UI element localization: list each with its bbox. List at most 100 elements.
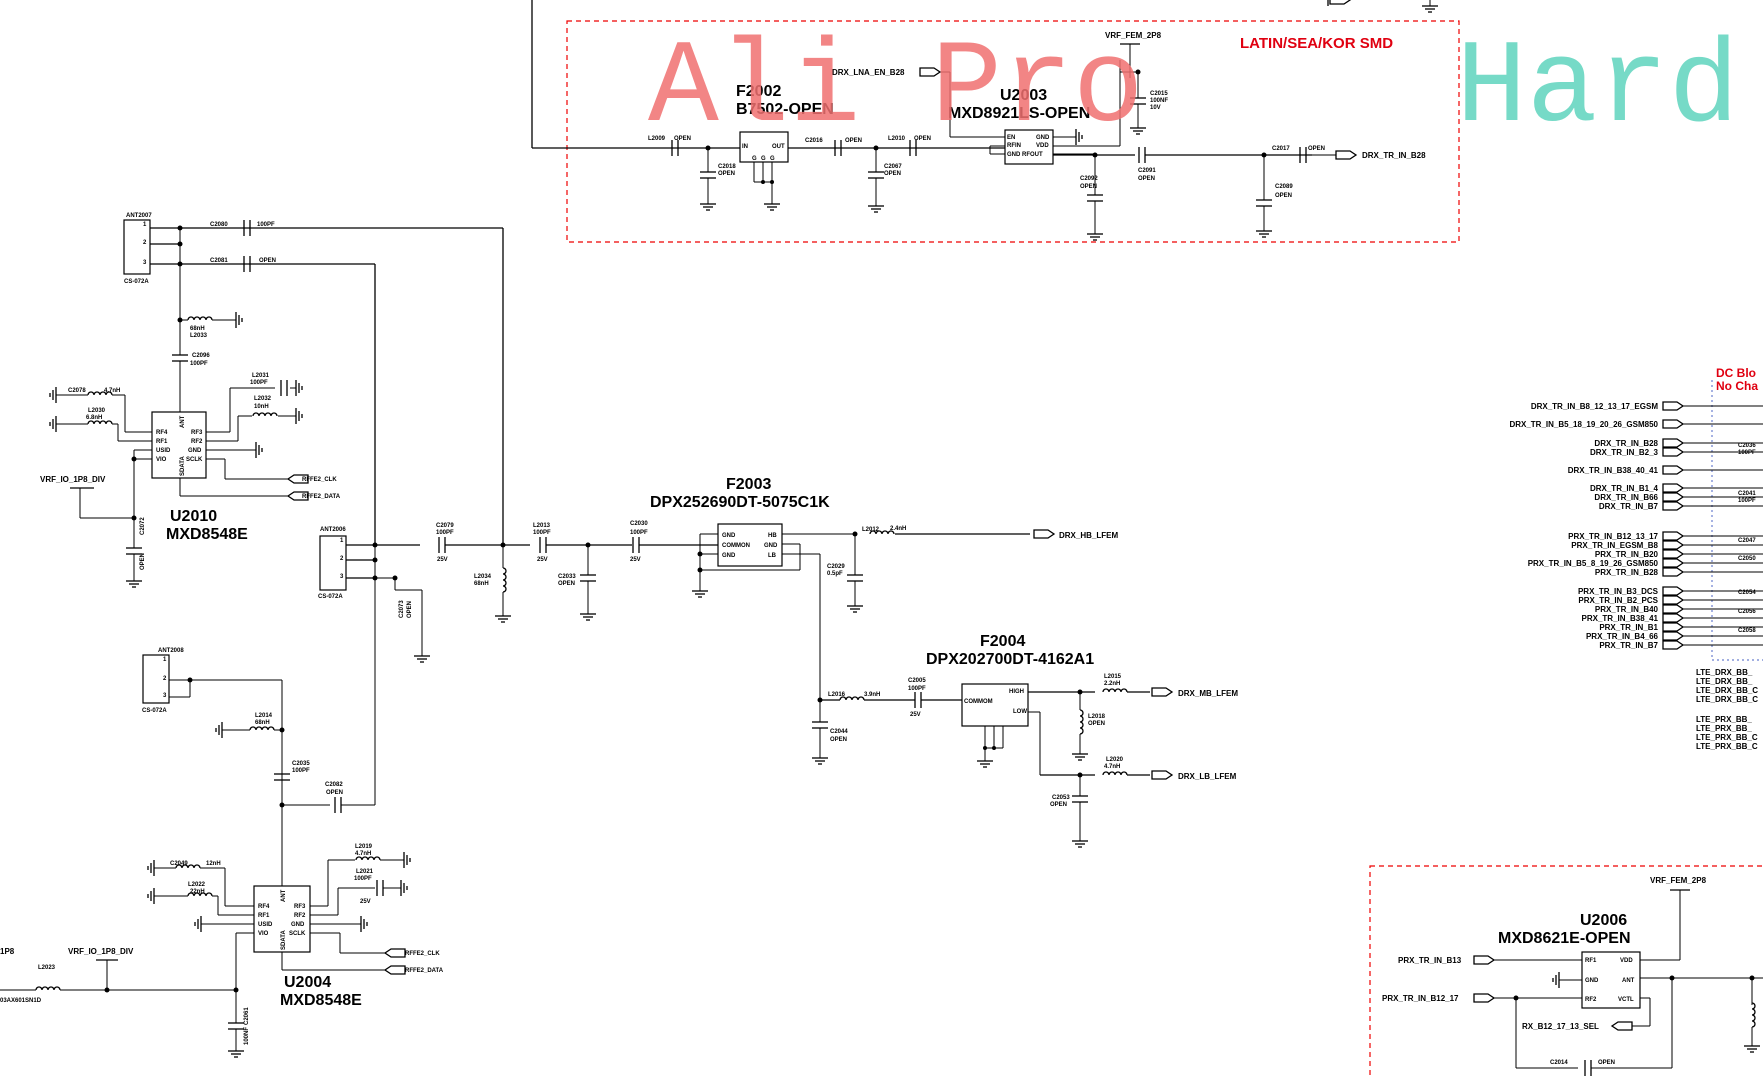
- l2033-ref: L2033: [190, 333, 208, 339]
- c2091-value: OPEN: [1138, 176, 1155, 182]
- c2016-value: OPEN: [845, 138, 862, 144]
- right-net-port: [1662, 540, 1685, 550]
- right-net-port: [1662, 604, 1685, 614]
- lte-net-label: LTE_PRX_BB_C: [1696, 733, 1758, 742]
- c2091-ref: C2091: [1138, 168, 1156, 174]
- l2022-ref: L2022: [188, 882, 206, 888]
- l2031-value: 100PF: [250, 380, 268, 386]
- right-net-label: PRX_TR_IN_B1: [1599, 623, 1658, 632]
- f2002-body: [739, 131, 789, 163]
- watermark-part2: Hard: [1456, 23, 1739, 156]
- u2006-pin-rf2: RF2: [1585, 997, 1597, 1003]
- u2006-ref: U2006: [1580, 912, 1627, 929]
- u2004-pin-rf3: RF3: [294, 904, 306, 910]
- right-cap-label: C2036: [1738, 443, 1756, 449]
- u2010-ref: U2010: [170, 508, 217, 525]
- c2078-value: 4.7nH: [104, 388, 120, 394]
- l2033-value: 68nH: [190, 326, 205, 332]
- c2079-ref: C2079: [436, 523, 454, 529]
- u2003-body: [1004, 129, 1054, 165]
- right-net-label: DRX_TR_IN_B7: [1599, 502, 1659, 511]
- u2003-pin-rfin: RFIN: [1007, 143, 1021, 149]
- f2003-pin-lb: LB: [768, 553, 777, 559]
- lte-net-label: LTE_PRX_BB_: [1696, 715, 1752, 724]
- u2006-pin-vctl: VCTL: [1618, 997, 1634, 1003]
- l2020-value: 4.7nH: [1104, 764, 1120, 770]
- svg-text:3: 3: [143, 260, 147, 266]
- u2004-pin-ant: ANT: [281, 889, 287, 902]
- c2030-value: 100PF: [630, 530, 648, 536]
- u2010-rffe-data-net: RFFE2_DATA: [302, 494, 341, 500]
- right-cap-label: C2054: [1738, 590, 1756, 596]
- c2015-voltage: 10V: [1150, 105, 1161, 111]
- u2004-part: MXD8548E: [280, 992, 362, 1009]
- right-cap-label: 100PF: [1738, 450, 1756, 456]
- vrf-fem-net-bottom: VRF_FEM_2P8: [1650, 876, 1707, 885]
- lte-net-label: LTE_DRX_BB_C: [1696, 695, 1758, 704]
- u2004-pin-sdata: SDATA: [281, 930, 287, 950]
- u2004-pin-rf1: RF1: [258, 913, 270, 919]
- right-net-port: [1662, 501, 1685, 511]
- right-cap-label: C2050: [1738, 556, 1756, 562]
- svg-text:1: 1: [340, 538, 344, 544]
- vrf-io-net-top: VRF_IO_1P8_DIV: [40, 475, 106, 484]
- region-label: LATIN/SEA/KOR SMD: [1240, 35, 1393, 52]
- svg-text:3: 3: [163, 693, 167, 699]
- u2004-pin-rf4: RF4: [258, 904, 270, 910]
- c2016-ref: C2016: [805, 138, 823, 144]
- c2079-voltage: 25V: [437, 557, 448, 563]
- right-net-label: PRX_TR_IN_B28: [1595, 568, 1659, 577]
- f2002-part: B7502-OPEN: [736, 101, 834, 118]
- l2032-value: 10nH: [254, 404, 269, 410]
- c2092-ref: C2092: [1080, 176, 1098, 182]
- f2003-part: DPX252690DT-5075C1K: [650, 494, 830, 511]
- c2096-value: 100PF: [190, 361, 208, 367]
- l2015-ref: L2015: [1104, 674, 1122, 680]
- l2014-ref: L2014: [255, 713, 273, 719]
- right-net-port: [1662, 465, 1685, 475]
- u2010-pin-rf3: RF3: [191, 430, 203, 436]
- l2031-ref: L2031: [252, 373, 270, 379]
- c2089-ref: C2089: [1275, 184, 1293, 190]
- c2082-value: OPEN: [326, 790, 343, 796]
- ant2007-body: [123, 219, 151, 275]
- right-net-label: DRX_TR_IN_B1_4: [1590, 484, 1659, 493]
- c2029-ref: C2029: [827, 564, 845, 570]
- l2034-value: 68nH: [474, 581, 489, 587]
- lte-net-label: LTE_DRX_BB_: [1696, 677, 1753, 686]
- c2092-value: OPEN: [1080, 184, 1097, 190]
- u2006-body: [1581, 951, 1641, 1009]
- c2081-value: OPEN: [259, 258, 276, 264]
- u2010-pin-rf4: RF4: [156, 430, 168, 436]
- right-net-port: [1662, 492, 1685, 502]
- f2002-pin-g1: G: [752, 156, 757, 162]
- right-net-port: [1662, 595, 1685, 605]
- c2067-ref: C2067: [884, 164, 902, 170]
- right-net-label: PRX_TR_IN_B20: [1595, 550, 1659, 559]
- u2010-pin-sdata: SDATA: [180, 456, 186, 476]
- c2014-value: OPEN: [1598, 1060, 1615, 1066]
- c2014-ref: C2014: [1550, 1060, 1568, 1066]
- l2016-value: 3.9nH: [864, 692, 880, 698]
- l2032-ref: L2032: [254, 396, 272, 402]
- right-net-label: PRX_TR_IN_B7: [1599, 641, 1658, 650]
- right-cap-label: C2041: [1738, 491, 1756, 497]
- right-net-label: DRX_TR_IN_B38_40_41: [1568, 466, 1659, 475]
- u2004-rffe-data-net: RFFE2_DATA: [405, 968, 444, 974]
- right-net-label: PRX_TR_IN_EGSM_B8: [1571, 541, 1658, 550]
- right-net-port: [1662, 631, 1685, 641]
- c2089-value: OPEN: [1275, 193, 1292, 199]
- u2010-pin-gnd: GND: [188, 448, 202, 454]
- l2010-ref: L2010: [888, 136, 906, 142]
- ant2007-ref: ANT2007: [126, 213, 152, 219]
- l2023-ref: L2023: [38, 965, 56, 971]
- c2080-ref: C2080: [210, 222, 228, 228]
- l2016-ref: L2016: [828, 692, 846, 698]
- c2096-ref: C2096: [192, 353, 210, 359]
- u2006-pin-gnd: GND: [1585, 978, 1599, 984]
- ant2008-body: [142, 654, 170, 704]
- c2067-value: OPEN: [884, 171, 901, 177]
- u2010-pin-rf2: RF2: [191, 439, 203, 445]
- right-net-label: PRX_TR_IN_B38_41: [1582, 614, 1659, 623]
